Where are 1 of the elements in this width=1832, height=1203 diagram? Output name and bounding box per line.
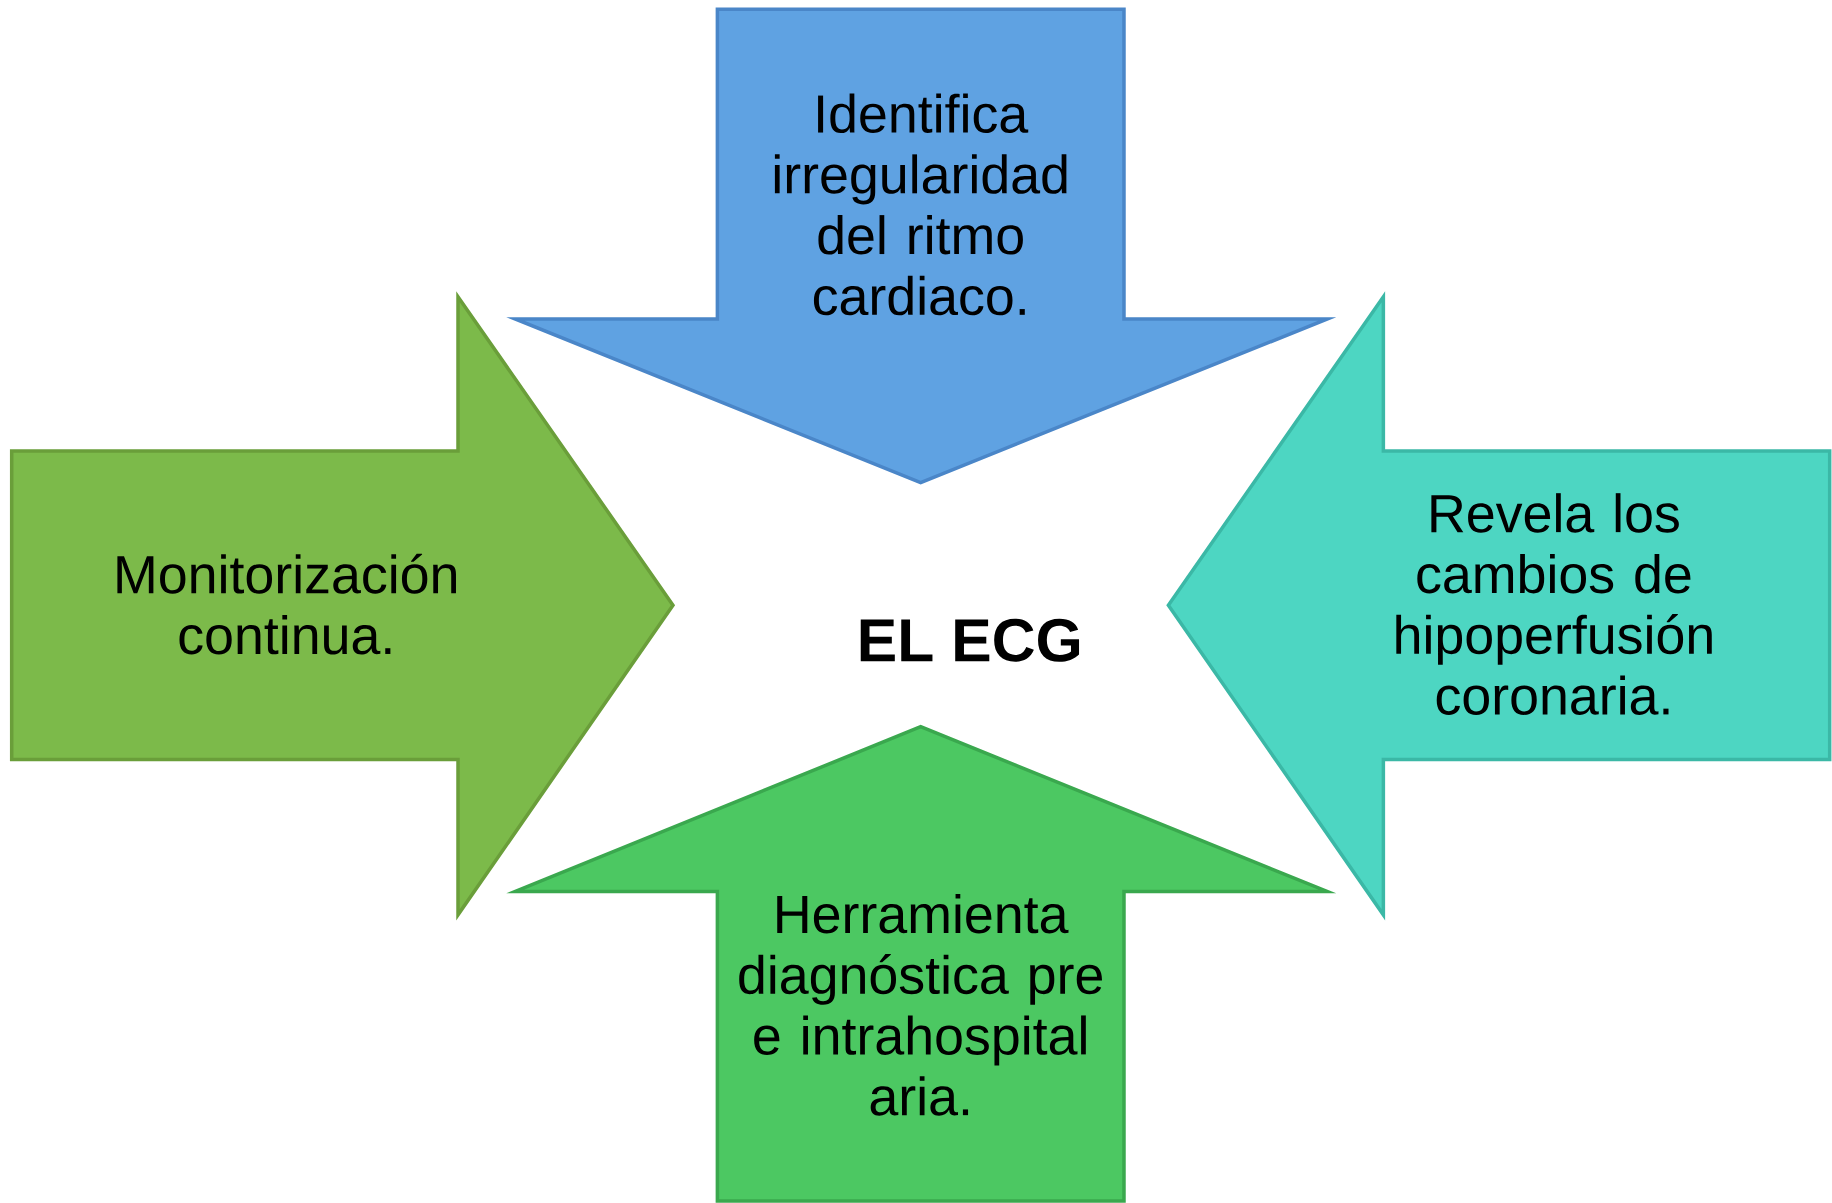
center-label: EL ECG: [860, 618, 1080, 662]
